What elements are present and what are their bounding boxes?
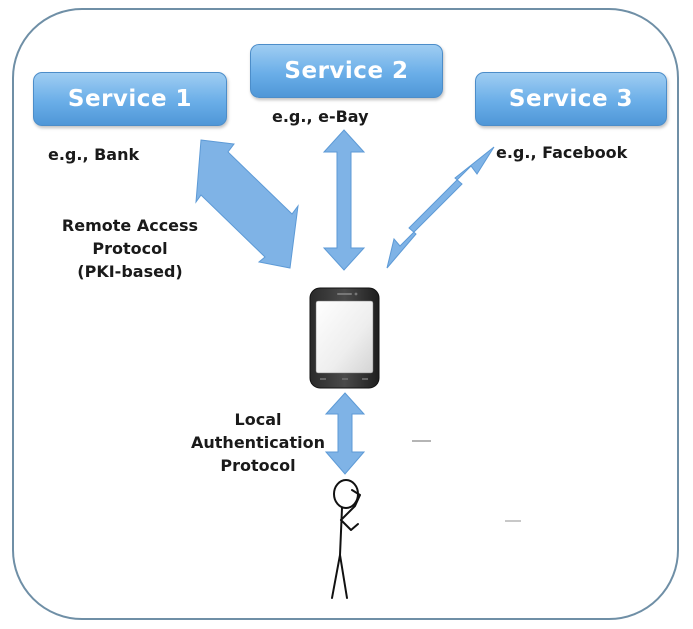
local-line-1: Local — [234, 410, 282, 429]
service-2-example: e.g., e-Bay — [272, 107, 369, 126]
service-3-box: Service 3 — [475, 72, 667, 126]
remote-line-2: Protocol — [92, 239, 168, 258]
service-1-box: Service 1 — [33, 72, 227, 126]
double-arrow-service-2 — [322, 129, 366, 271]
remote-access-protocol-label: Remote Access Protocol (PKI-based) — [30, 214, 230, 283]
double-arrow-service-3 — [386, 146, 495, 269]
smartphone-icon — [309, 287, 380, 389]
service-2-box: Service 2 — [250, 44, 443, 98]
double-arrow-user — [324, 392, 366, 475]
local-line-2: Authentication — [191, 433, 325, 452]
remote-line-3: (PKI-based) — [77, 262, 183, 281]
local-line-3: Protocol — [220, 456, 296, 475]
service-2-label: Service 2 — [284, 58, 409, 84]
stick-figure-user-icon — [331, 479, 361, 599]
double-arrow-service-1 — [195, 139, 299, 269]
service-1-example: e.g., Bank — [48, 145, 140, 164]
service-1-label: Service 1 — [67, 86, 193, 112]
local-authentication-protocol-label: Local Authentication Protocol — [188, 408, 328, 477]
service-3-example: e.g., Facebook — [496, 143, 628, 162]
service-3-label: Service 3 — [508, 86, 634, 112]
remote-line-1: Remote Access — [61, 216, 199, 235]
